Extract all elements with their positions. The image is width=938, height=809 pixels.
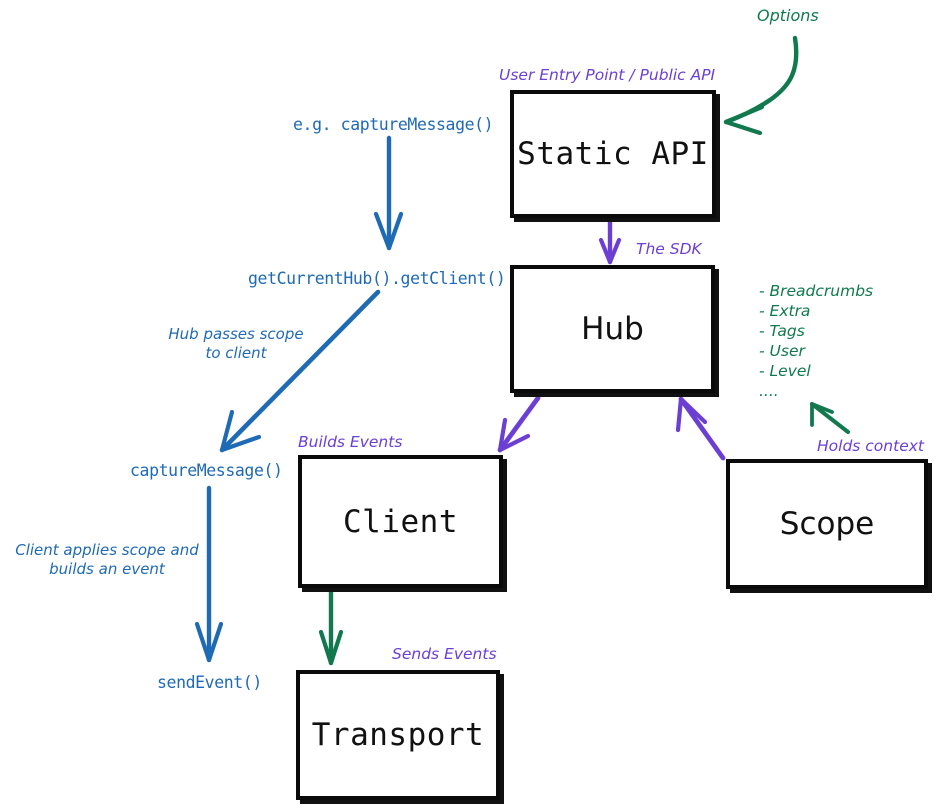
node-scope[interactable]: Scope	[726, 459, 928, 589]
context-list-item: ....	[759, 382, 779, 400]
node-client[interactable]: Client	[298, 455, 503, 588]
arrow-hub-to-client	[497, 395, 541, 453]
context-list-item: - Breadcrumbs	[759, 282, 874, 300]
label-builds-events: Builds Events	[298, 433, 403, 451]
arrow-static-api-to-hub	[598, 219, 622, 265]
label-get-current-hub: getCurrentHub().getClient()	[248, 269, 506, 288]
context-list-item: - Level	[759, 362, 811, 380]
arrow-get-client-to-capture-message	[219, 289, 381, 453]
node-hub-label: Hub	[581, 311, 644, 347]
arrow-client-to-transport	[318, 587, 344, 666]
node-transport[interactable]: Transport	[296, 670, 500, 800]
node-static-api[interactable]: Static API	[510, 90, 716, 218]
label-hub-passes-scope: Hub passes scope to client	[168, 325, 304, 362]
arrow-capture-message-to-send-event	[194, 485, 224, 663]
label-client-applies-scope: Client applies scope and builds an event	[15, 541, 199, 578]
arrow-holds-context-to-list	[810, 402, 850, 434]
node-transport-label: Transport	[311, 717, 485, 753]
arrow-scope-to-hub	[675, 396, 726, 461]
label-eg-capture-message: e.g. captureMessage()	[293, 115, 494, 134]
label-sends-events: Sends Events	[392, 645, 497, 663]
context-list-item: - Tags	[759, 322, 805, 340]
arrow-options-to-static-api	[723, 35, 799, 136]
context-list-item: - Extra	[759, 302, 811, 320]
label-capture-message: captureMessage()	[130, 461, 283, 480]
label-holds-context: Holds context	[817, 437, 924, 455]
label-user-entry-point: User Entry Point / Public API	[499, 66, 716, 84]
node-scope-label: Scope	[779, 506, 875, 542]
node-static-api-label: Static API	[517, 136, 709, 172]
label-options: Options	[757, 6, 819, 25]
node-client-label: Client	[343, 503, 458, 540]
node-hub[interactable]: Hub	[510, 265, 715, 393]
label-the-sdk: The SDK	[636, 240, 702, 258]
arrow-entry-to-get-client	[373, 135, 404, 251]
label-send-event: sendEvent()	[157, 673, 262, 692]
context-list: - Breadcrumbs - Extra - Tags - User - Le…	[759, 281, 873, 401]
context-list-item: - User	[759, 342, 805, 360]
